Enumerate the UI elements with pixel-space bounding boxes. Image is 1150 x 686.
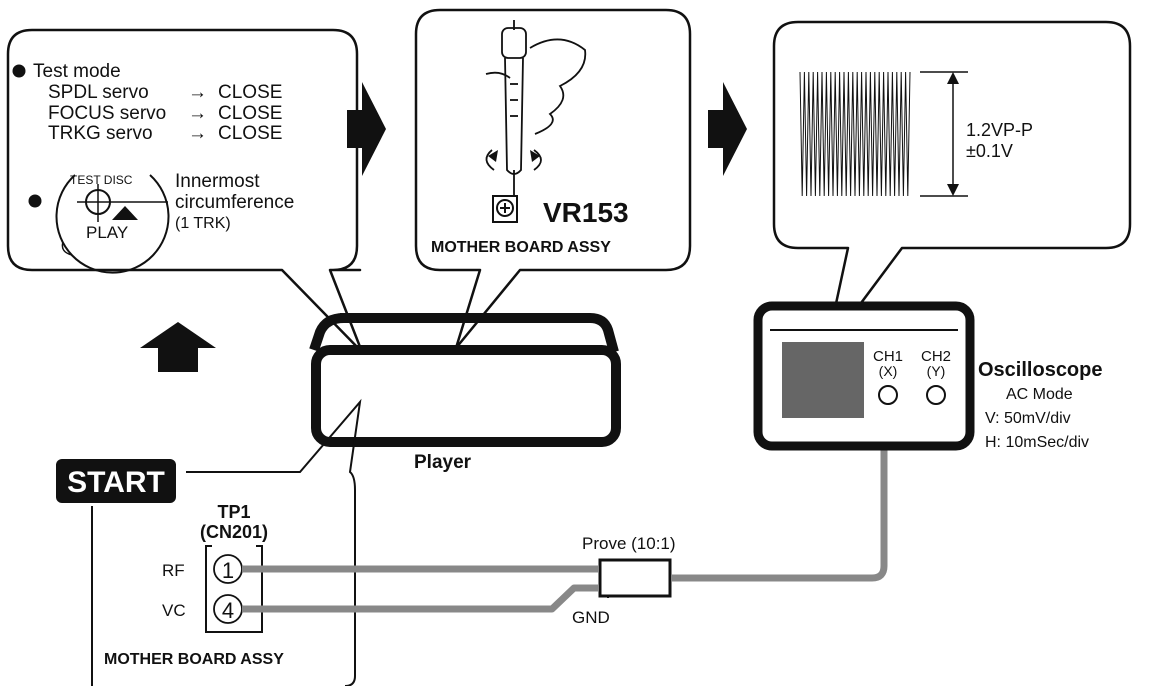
trkg-arrow: → xyxy=(188,123,207,144)
spdl-label: SPDL servo xyxy=(48,82,149,103)
adjust-board-label: MOTHER BOARD ASSY xyxy=(431,239,611,256)
screwdriver-icon xyxy=(485,20,587,196)
trkg-label: TRKG servo xyxy=(48,123,153,144)
test-mode-title: Test mode xyxy=(33,61,121,82)
vr-trimmer-icon xyxy=(492,195,518,223)
ch1-connector xyxy=(878,385,898,405)
spdl-value: CLOSE xyxy=(218,82,282,103)
adjustment-callout: VR153 MOTHER BOARD ASSY xyxy=(414,8,692,350)
focus-value: CLOSE xyxy=(218,103,282,124)
player-label: Player xyxy=(414,452,472,473)
up-arrow-icon xyxy=(140,322,216,372)
oscilloscope-title: Oscilloscope xyxy=(978,359,1103,381)
right-arrow-icon xyxy=(347,82,386,176)
pin4-number: 4 xyxy=(222,598,234,623)
test-disc-label: TEST DISC xyxy=(70,173,133,187)
pin1-number: 1 xyxy=(222,558,234,583)
oscilloscope-screen xyxy=(782,342,864,418)
probe-label: Prove (10:1) xyxy=(582,534,676,553)
bullet-icon xyxy=(28,194,42,208)
testpoint-callout xyxy=(91,398,362,686)
probe-cable xyxy=(242,392,888,613)
ch1-sublabel: (X) xyxy=(879,363,898,379)
osc-setting-1: AC Mode xyxy=(1006,386,1073,403)
amplitude-line2: ±0.1V xyxy=(966,141,1013,161)
tp-title2: (CN201) xyxy=(200,522,268,542)
focus-arrow: → xyxy=(188,103,207,124)
start-badge: START xyxy=(56,459,176,503)
waveform-trace xyxy=(799,71,911,197)
tp-board-label: MOTHER BOARD ASSY xyxy=(104,651,284,668)
ch2-connector xyxy=(926,385,946,405)
gnd-label: GND xyxy=(572,608,610,627)
vr-label: VR153 xyxy=(543,197,629,228)
focus-label: FOCUS servo xyxy=(48,103,166,124)
osc-setting-3: H: 10mSec/div xyxy=(985,434,1089,451)
waveform-path xyxy=(799,71,911,197)
play-triangle-icon xyxy=(112,206,138,220)
player-device xyxy=(309,313,621,447)
position-line2: circumference xyxy=(175,192,294,213)
trkg-value: CLOSE xyxy=(218,123,282,144)
play-label: PLAY xyxy=(86,223,128,242)
tp-title1: TP1 xyxy=(217,502,250,522)
waveform-callout: 1.2VP-P ±0.1V xyxy=(772,20,1132,352)
right-arrow-icon xyxy=(708,82,747,176)
oscilloscope-device xyxy=(753,301,975,451)
test-mode-callout: Test mode SPDL servo → CLOSE FOCUS servo… xyxy=(6,28,364,354)
testpoint-block: TP1 (CN201) 1 4 RF VC MOTHER BOARD ASSY xyxy=(104,502,284,668)
ch1-label: CH1 xyxy=(873,348,903,365)
position-line1: Innermost xyxy=(175,171,260,192)
test-disc-icon xyxy=(55,174,170,274)
position-line3: (1 TRK) xyxy=(175,215,231,232)
bullet-icon xyxy=(12,64,26,78)
ch2-label: CH2 xyxy=(921,348,951,365)
osc-setting-2: V: 50mV/div xyxy=(985,410,1071,427)
start-label: START xyxy=(67,466,165,499)
ch2-sublabel: (Y) xyxy=(927,363,946,379)
spdl-arrow: → xyxy=(188,82,207,103)
pin4-name: VC xyxy=(162,601,186,620)
pin1-name: RF xyxy=(162,561,185,580)
amplitude-marker xyxy=(920,71,968,197)
amplitude-line1: 1.2VP-P xyxy=(966,120,1033,140)
probe-body xyxy=(598,558,672,598)
